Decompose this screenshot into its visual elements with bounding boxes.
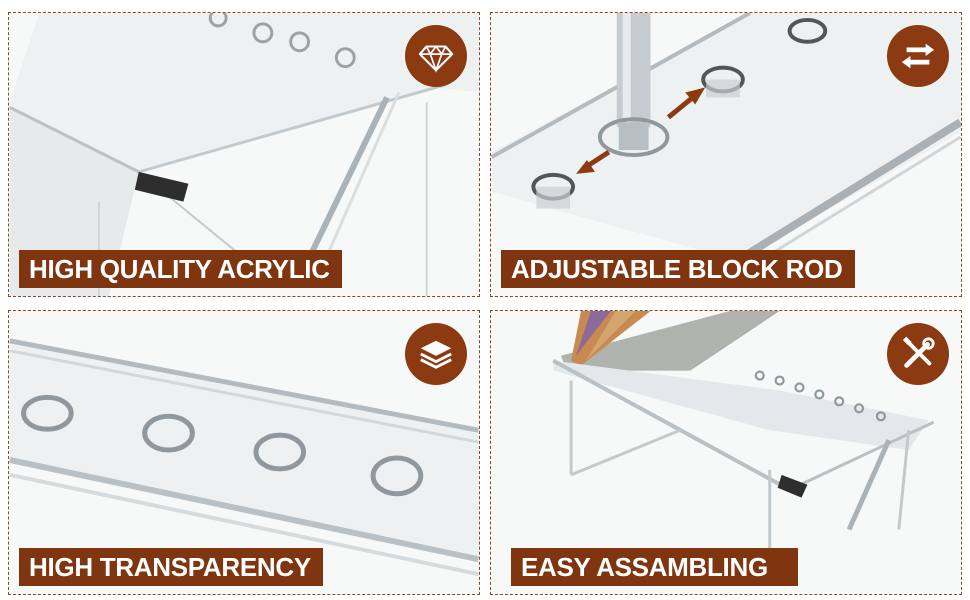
- feature-panel-assembling: EASY ASSAMBLING: [490, 310, 962, 595]
- feature-label: HIGH TRANSPARENCY: [19, 548, 323, 586]
- tools-icon: [902, 336, 935, 368]
- assembled-stand-with-brushes-image: [552, 311, 935, 560]
- transparent-plate-closeup-image: [9, 338, 479, 577]
- feature-label: HIGH QUALITY ACRYLIC: [19, 250, 342, 288]
- feature-panel-block-rod: ADJUSTABLE BLOCK ROD: [490, 12, 962, 297]
- feature-panel-transparency: HIGH TRANSPARENCY: [8, 310, 480, 595]
- feature-label: ADJUSTABLE BLOCK ROD: [501, 250, 855, 288]
- feature-label: EASY ASSAMBLING: [511, 548, 798, 586]
- acrylic-stand-closeup-image: [9, 13, 479, 296]
- badge-circle: [405, 25, 467, 87]
- layers-icon: [420, 340, 452, 369]
- swap-arrows-icon: [901, 43, 935, 69]
- badge-circle: [405, 323, 467, 385]
- badge-circle: [887, 323, 949, 385]
- diamond-icon: [418, 45, 454, 73]
- feature-panel-acrylic: HIGH QUALITY ACRYLIC: [8, 12, 480, 297]
- badge-circle: [887, 25, 949, 87]
- block-rod-closeup-image: [491, 13, 961, 281]
